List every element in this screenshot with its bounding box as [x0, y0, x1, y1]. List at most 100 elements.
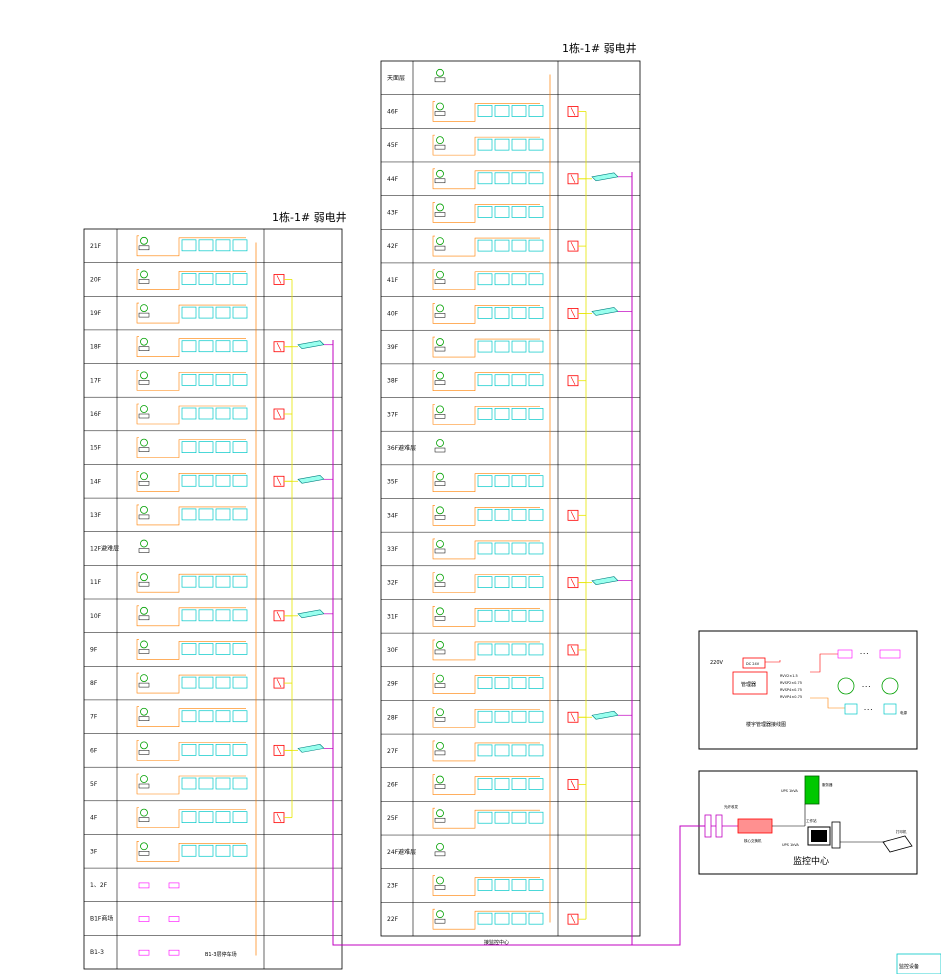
- camera-icon: [140, 438, 148, 447]
- terminal-icon: [181, 239, 197, 252]
- floor-label: 14F: [90, 478, 102, 485]
- floor-label: 21F: [90, 243, 102, 250]
- terminal-icon: [477, 172, 493, 185]
- terminal-icon: [477, 105, 493, 117]
- terminal-icon: [494, 879, 510, 891]
- terminal-icon: [215, 643, 231, 655]
- access-icon: [168, 882, 180, 889]
- terminal-icon: [844, 703, 858, 715]
- camera-icon: [436, 270, 444, 279]
- terminal-icon: [494, 643, 510, 656]
- camera-icon: [436, 506, 444, 515]
- reader-icon: [138, 514, 150, 520]
- floor-label: 16F: [90, 411, 102, 418]
- terminal-icon: [477, 307, 493, 319]
- terminal-icon: [528, 542, 544, 555]
- floor-label: 40F: [387, 310, 399, 317]
- floor-label: 29F: [387, 681, 399, 688]
- terminal-icon: [477, 542, 493, 555]
- reader-icon: [138, 817, 150, 822]
- floor-label: 3F: [90, 848, 98, 855]
- fiber-label: 光纤收发: [724, 804, 738, 809]
- reader-icon: [434, 649, 446, 655]
- reader-icon: [138, 245, 150, 251]
- terminal-icon: [232, 407, 248, 420]
- left-tower: 21F20F19F18F17F16F15F14F13F12F避难层11F10F9…: [83, 228, 343, 970]
- reader-icon: [138, 380, 150, 385]
- terminal-icon: [181, 273, 197, 285]
- terminal-icon: [511, 609, 527, 622]
- camera-icon: [436, 607, 444, 616]
- terminal-icon: [494, 609, 510, 622]
- terminal-icon: [232, 340, 248, 353]
- floor-label: 18F: [90, 344, 102, 351]
- terminal-icon: [215, 374, 231, 386]
- floor-label: 35F: [387, 479, 399, 486]
- terminal-icon: [511, 710, 527, 723]
- terminal-icon: [511, 508, 527, 521]
- terminal-icon: [494, 307, 510, 319]
- floor-label: 33F: [387, 546, 399, 553]
- terminal-icon: [511, 912, 527, 925]
- trunk-to-center: [632, 825, 705, 946]
- reader-icon: [434, 212, 446, 217]
- camera-icon: [436, 540, 444, 548]
- terminal-icon: [477, 811, 493, 824]
- left-bottom-note: B1-3层停车场: [205, 951, 237, 958]
- floor-label: 8F: [90, 680, 98, 687]
- reader-icon: [138, 649, 150, 654]
- floor-label: 11F: [90, 579, 102, 586]
- svg-text:UPS 1kVA: UPS 1kVA: [782, 843, 799, 847]
- reader-icon: [434, 447, 446, 453]
- right-tower: 天面层46F45F44F43F42F41F40F39F38F37F36F避难层3…: [380, 60, 641, 937]
- terminal-icon: [511, 879, 527, 891]
- left-tower-title: 1栋-1# 弱电井: [272, 210, 347, 224]
- terminal-icon: [528, 643, 544, 656]
- terminal-icon: [511, 273, 527, 286]
- terminal-icon: [215, 609, 231, 622]
- reader-icon: [434, 885, 446, 890]
- terminal-icon: [494, 542, 510, 555]
- camera-icon: [140, 640, 148, 649]
- floor-label: 5F: [90, 781, 98, 788]
- floor-label: 天面层: [387, 75, 405, 82]
- terminal-icon: [511, 778, 527, 790]
- camera-icon: [140, 674, 148, 682]
- terminal-icon: [215, 676, 231, 689]
- reader-icon: [434, 144, 446, 150]
- reader-icon: [434, 346, 446, 352]
- terminal-icon: [528, 340, 544, 353]
- camera-icon: [140, 337, 148, 346]
- terminal-icon: [215, 306, 231, 319]
- printer-label: 打印机: [896, 829, 907, 834]
- switch-icon: [591, 172, 619, 182]
- switch-icon: [591, 710, 619, 720]
- camera-icon: [140, 606, 148, 615]
- terminal-icon: [528, 508, 544, 521]
- camera-icon: [436, 371, 444, 380]
- terminal-icon: [181, 407, 197, 420]
- terminal-icon: [232, 643, 248, 655]
- pc-label: 工作站: [806, 818, 817, 823]
- camera-icon: [140, 405, 148, 413]
- reader-icon: [434, 178, 446, 184]
- camera-icon: [140, 775, 148, 783]
- camera-icon: [140, 573, 148, 582]
- terminal-icon: [198, 441, 214, 453]
- terminal-icon: [215, 508, 231, 521]
- reader-icon: [138, 716, 150, 721]
- floor-label: 19F: [90, 310, 102, 317]
- terminal-icon: [511, 138, 527, 151]
- switch-icon: [297, 340, 325, 350]
- terminal-icon: [477, 273, 493, 286]
- terminal-icon: [511, 374, 527, 387]
- reader-icon: [138, 279, 150, 284]
- access-icon: [138, 882, 150, 889]
- terminal-icon: [198, 340, 214, 353]
- terminal-icon: [511, 105, 527, 117]
- terminal-icon: [511, 340, 527, 353]
- terminal-icon: [528, 273, 544, 286]
- floor-label: B1-3: [90, 949, 104, 956]
- floor-label: 10F: [90, 613, 102, 620]
